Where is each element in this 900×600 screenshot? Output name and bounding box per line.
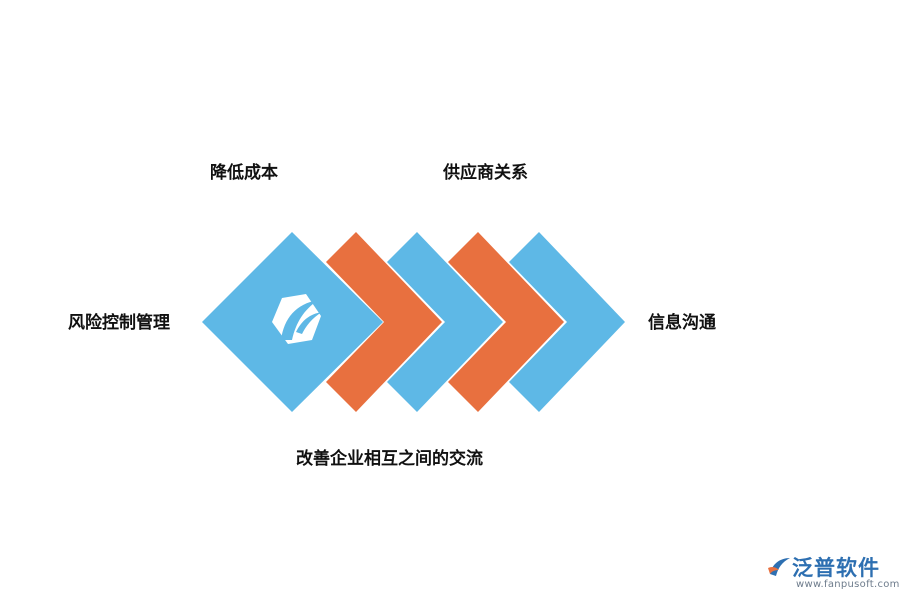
label-information-communication: 信息沟通 xyxy=(648,313,716,333)
hexagon-leaf-icon xyxy=(272,294,322,344)
chevron-4 xyxy=(509,232,625,412)
chevron-2 xyxy=(387,232,503,412)
fanpu-logo-icon xyxy=(768,558,790,576)
label-reduce-cost: 降低成本 xyxy=(210,163,278,183)
chevron-1 xyxy=(326,232,442,412)
brand-url: www.fanpusoft.com xyxy=(796,579,900,590)
label-improve-communication: 改善企业相互之间的交流 xyxy=(296,449,483,469)
watermark-logo: 泛普软件 www.fanpusoft.com xyxy=(766,552,899,596)
chevron-3 xyxy=(448,232,564,412)
brand-name: 泛普软件 xyxy=(792,556,880,580)
label-supplier-relations: 供应商关系 xyxy=(443,163,528,183)
label-risk-management: 风险控制管理 xyxy=(68,313,170,333)
